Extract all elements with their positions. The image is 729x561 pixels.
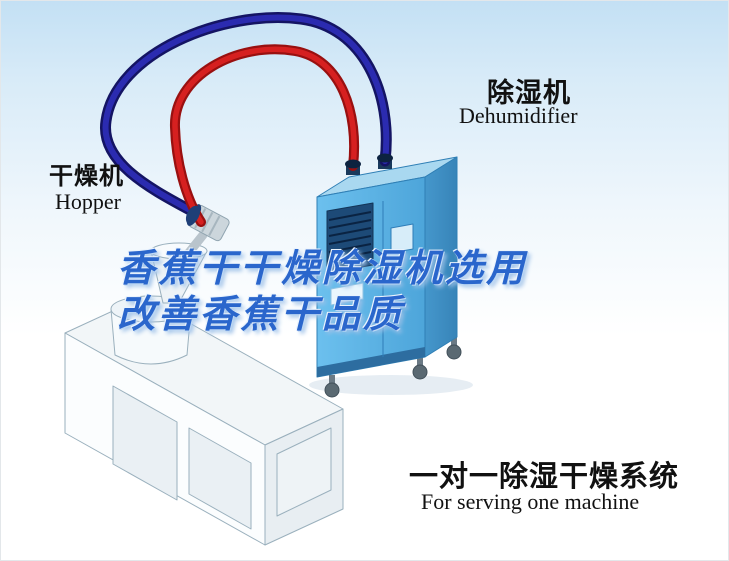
air-tubes — [100, 12, 393, 227]
machine-front-panel-a — [112, 385, 178, 501]
dehumidifier-control-box — [390, 223, 414, 254]
machine-front-panel-b — [188, 427, 252, 530]
blue-air-tube — [102, 14, 390, 213]
headline-line2: 改善香蕉干品质 — [117, 292, 405, 336]
dehumidifier-illustration — [309, 156, 473, 398]
red-air-tube — [172, 46, 357, 225]
machine-end-panel — [276, 427, 332, 517]
caption-en: For serving one machine — [421, 489, 640, 514]
hopper-barrel-body — [110, 308, 192, 365]
hopper-label-en: Hopper — [55, 189, 121, 214]
hopper-machine-illustration — [64, 204, 344, 546]
stub-cap-red — [345, 159, 361, 169]
stub-cap-blue — [377, 153, 393, 163]
dehumidifier-shadow — [309, 375, 473, 395]
dehumidifier-sticker — [330, 282, 364, 306]
feed-pipe — [182, 230, 208, 260]
vent-grille — [326, 202, 374, 274]
caster-wheels — [324, 337, 462, 398]
dehumidifier-side-face — [424, 156, 458, 358]
hopper-label-zh: 干燥机 — [49, 162, 124, 190]
headline-line1: 香蕉干干燥除湿机选用 — [117, 246, 528, 290]
dehumidifier-label-en: Dehumidifier — [459, 103, 578, 128]
dehumidifier-label-zh: 除湿机 — [487, 78, 571, 109]
dehumidifier-base-strip — [317, 347, 425, 377]
motor-inlet-cap — [185, 205, 201, 225]
caption-zh: 一对一除湿干燥系统 — [409, 459, 680, 493]
